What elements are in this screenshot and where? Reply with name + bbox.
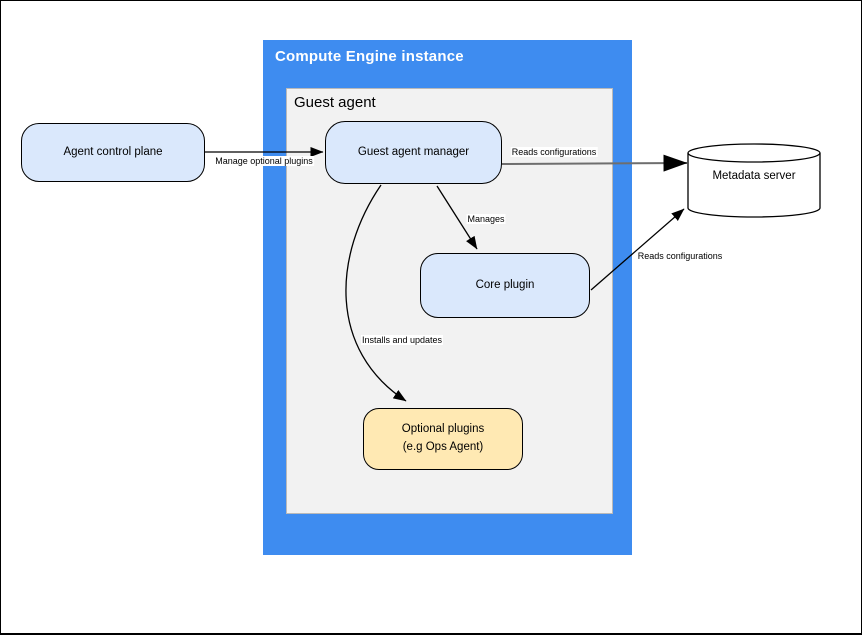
edge-label-installs-and-updates: Installs and updates <box>360 335 444 345</box>
optional-plugins-label-line1: Optional plugins <box>401 423 485 436</box>
node-guest-agent-manager: Guest agent manager <box>325 121 502 184</box>
edge-label-manage-optional-plugins: Manage optional plugins <box>214 156 314 166</box>
node-optional-plugins: Optional plugins (e.g Ops Agent) <box>363 408 523 470</box>
node-agent-control-plane: Agent control plane <box>21 123 205 182</box>
agent-control-plane-label: Agent control plane <box>63 145 163 158</box>
core-plugin-label: Core plugin <box>475 278 535 291</box>
optional-plugins-label-line2: (e.g Ops Agent) <box>402 441 484 453</box>
guest-agent-manager-label: Guest agent manager <box>357 145 470 158</box>
edge-label-reads-configurations-core: Reads configurations <box>636 251 724 261</box>
edge-label-reads-configurations-manager: Reads configurations <box>510 147 598 157</box>
compute-engine-instance-title: Compute Engine instance <box>275 48 464 65</box>
edge-label-manages: Manages <box>466 214 506 224</box>
guest-agent-title: Guest agent <box>294 94 376 111</box>
metadata-server-label: Metadata server <box>712 170 796 182</box>
node-core-plugin: Core plugin <box>420 253 590 318</box>
